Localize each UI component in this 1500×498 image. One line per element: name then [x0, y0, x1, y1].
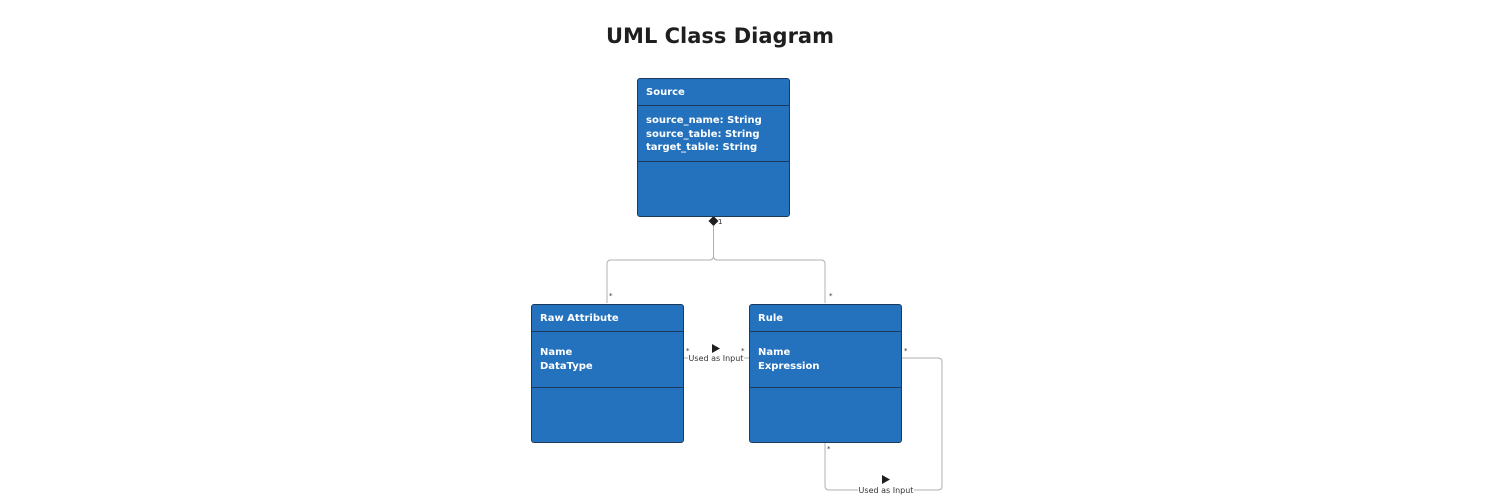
class-rule-name: Rule — [750, 305, 901, 332]
class-attribute: Name — [758, 347, 791, 358]
class-attribute: target_table: String — [646, 142, 758, 153]
class-attribute: Name — [540, 347, 573, 358]
raw-to-rule-from-multiplicity: * — [686, 347, 690, 355]
raw-to-rule-label-bg — [688, 352, 744, 363]
rule-multiplicity: * — [829, 292, 833, 300]
composition-diamond-icon — [708, 216, 719, 226]
raw-to-rule-label: Used as Input — [689, 354, 744, 363]
direction-arrow-icon — [712, 344, 720, 353]
self-direction-arrow-icon — [882, 475, 890, 484]
raw-to-rule-to-multiplicity: * — [741, 347, 745, 355]
rule-self-connector — [824, 357, 943, 491]
source-multiplicity: 1 — [718, 218, 722, 226]
class-attribute: source_name: String — [646, 115, 762, 126]
class-source[interactable]: Source source_name: String source_table:… — [637, 78, 790, 217]
rule-self-label-bg — [858, 484, 914, 495]
class-rule-methods — [750, 388, 901, 442]
rule-self-to-multiplicity: * — [827, 445, 831, 453]
class-attribute: source_table: String — [646, 128, 760, 140]
class-raw-attribute-name: Raw Attribute — [532, 305, 683, 332]
class-rule[interactable]: Rule Name Expression — [749, 304, 902, 443]
diagram-title: UML Class Diagram — [606, 24, 834, 48]
rule-self-label: Used as Input — [859, 486, 914, 495]
class-rule-attributes: Name Expression — [750, 332, 901, 388]
class-raw-attribute-methods — [532, 388, 683, 442]
class-raw-attribute[interactable]: Raw Attribute Name DataType — [531, 304, 684, 443]
class-attribute: Expression — [758, 360, 820, 372]
class-source-methods — [638, 162, 789, 216]
rule-self-from-multiplicity: * — [904, 347, 908, 355]
class-source-name: Source — [638, 79, 789, 106]
class-attribute: DataType — [540, 360, 593, 372]
class-source-attributes: source_name: String source_table: String… — [638, 106, 789, 162]
class-raw-attribute-attributes: Name DataType — [532, 332, 683, 388]
raw-attribute-multiplicity: * — [609, 292, 613, 300]
composition-connector — [606, 226, 826, 303]
